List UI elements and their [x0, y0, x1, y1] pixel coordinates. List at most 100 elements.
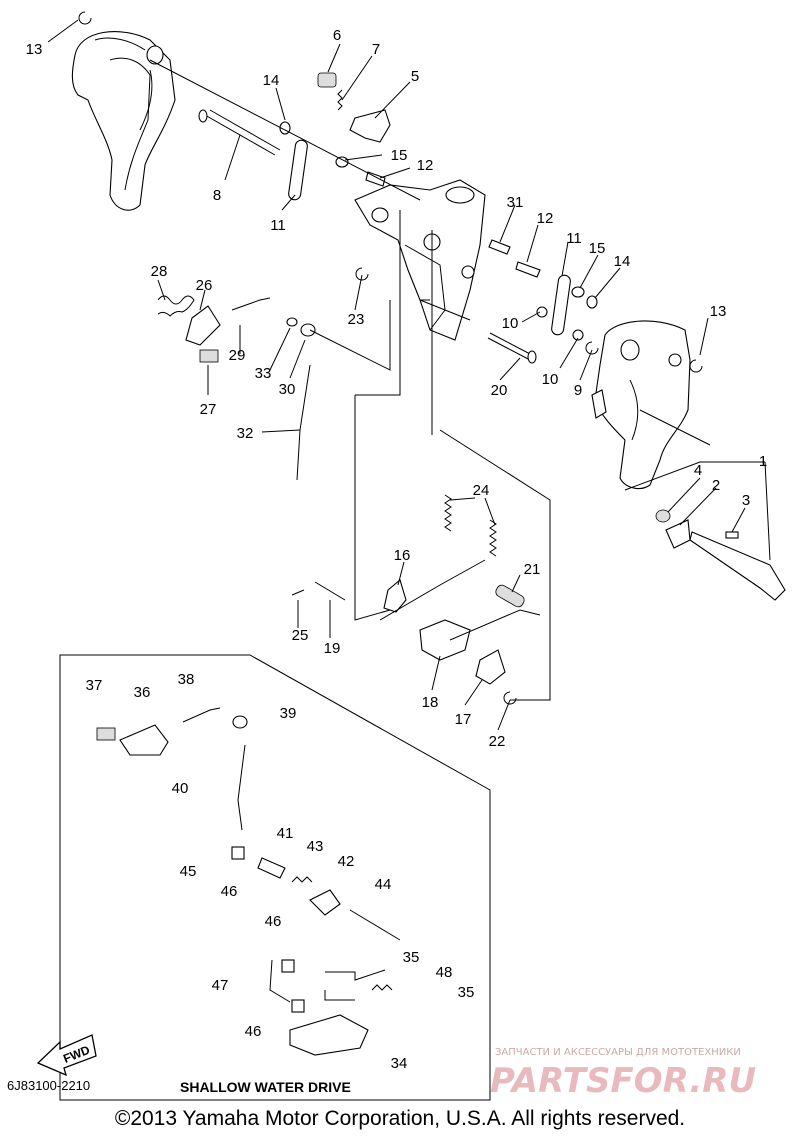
cap-4: [655, 509, 671, 523]
part-label-11a: 11: [270, 217, 286, 234]
part-label-5: 5: [411, 68, 419, 85]
part-label-46c: 46: [245, 1023, 262, 1040]
part-label-12a: 12: [417, 157, 434, 174]
pin-25: [291, 589, 305, 596]
rod-47: [269, 959, 291, 1003]
lever-26: [185, 305, 221, 346]
part-label-19: 19: [324, 640, 341, 657]
part-label-26: 26: [196, 277, 213, 294]
copyright-notice: ©2013 Yamaha Motor Corporation, U.S.A. A…: [115, 1107, 685, 1130]
clip-46c: [291, 999, 305, 1013]
part-labels: 1 2 3 4 5 6 7 8 9 10 10 11 11 12 12 13 1…: [26, 27, 768, 1072]
clip-13-top: [78, 11, 92, 25]
part-label-24: 24: [473, 482, 490, 499]
bracket-17: [475, 649, 506, 685]
part-label-47: 47: [212, 977, 229, 994]
part-label-32: 32: [237, 425, 254, 442]
spring-7: [337, 89, 343, 111]
part-label-39: 39: [280, 705, 297, 722]
bushing-39: [232, 715, 248, 729]
pin-20: [527, 350, 537, 364]
shaft-44: [349, 909, 401, 941]
part-label-11b: 11: [566, 230, 582, 247]
bracket-16: [383, 579, 407, 613]
lever-5: [349, 109, 391, 143]
part-label-14b: 14: [614, 253, 631, 270]
part-label-2: 2: [712, 477, 720, 494]
rod-32: [296, 364, 311, 481]
part-label-6: 6: [333, 27, 341, 44]
part-label-7: 7: [372, 41, 380, 58]
block-37: [96, 727, 116, 741]
part-label-27: 27: [200, 401, 217, 418]
part-label-28: 28: [151, 263, 168, 280]
pin-3: [725, 531, 739, 539]
inset-caption: SHALLOW WATER DRIVE: [180, 1079, 351, 1095]
part-label-46a: 46: [221, 883, 238, 900]
washer-14-right: [586, 295, 598, 309]
part-label-43: 43: [307, 838, 324, 855]
part-label-1: 1: [759, 453, 767, 470]
spring-24b: [489, 519, 497, 557]
washer-10a: [536, 306, 548, 318]
part-label-20: 20: [491, 382, 508, 399]
part-label-35b: 35: [458, 984, 475, 1001]
part-label-23: 23: [348, 311, 365, 328]
part-label-13b: 13: [710, 303, 727, 320]
bracket-34: [289, 1014, 369, 1056]
watermark-brand: PARTSFOR.RU: [490, 1061, 756, 1101]
part-label-31: 31: [507, 194, 524, 211]
inset-frame: [59, 654, 491, 1101]
part-label-30: 30: [279, 381, 296, 398]
part-label-37: 37: [86, 677, 103, 694]
part-label-48: 48: [436, 964, 453, 981]
swivel-bracket: [354, 179, 486, 341]
cap-6: [317, 72, 337, 88]
link-plate-11-right: [551, 274, 571, 336]
part-label-17: 17: [455, 711, 472, 728]
part-label-15a: 15: [391, 147, 408, 164]
part-label-16: 16: [394, 547, 411, 564]
spring-24a: [444, 494, 452, 532]
part-label-42: 42: [338, 853, 355, 870]
clip-9: [585, 341, 599, 355]
part-label-40: 40: [172, 780, 189, 797]
part-41: [257, 857, 286, 879]
leader-lines: [47, 19, 771, 1001]
bolt-12-right: [515, 261, 541, 278]
part-label-44: 44: [375, 876, 392, 893]
spring-29: [231, 297, 271, 311]
diagram-code: 6J83100-2210: [7, 1078, 90, 1093]
washer-33: [286, 317, 298, 327]
bolt-12-left: [365, 171, 386, 187]
part-label-10b: 10: [542, 371, 559, 388]
part-label-34: 34: [391, 1055, 408, 1072]
part-label-12b: 12: [537, 210, 554, 227]
part-label-10a: 10: [502, 315, 519, 332]
rod-40: [237, 744, 246, 831]
shaft-19: [314, 581, 346, 601]
part-label-14a: 14: [263, 72, 280, 89]
clip-46a: [231, 846, 245, 860]
part-label-45: 45: [180, 863, 197, 880]
watermark-tagline: ЗАПЧАСТИ И АКСЕССУАРЫ ДЛЯ МОТОТЕХНИКИ: [495, 1047, 741, 1058]
washer-15-right: [571, 286, 585, 298]
part-label-36: 36: [134, 684, 151, 701]
lever-36: [119, 724, 169, 756]
clip-22: [503, 691, 517, 705]
washer-10b: [572, 329, 584, 341]
clamp-bracket-right: [591, 320, 691, 490]
parts-artwork: [71, 11, 786, 1056]
clip-13-right: [689, 359, 703, 373]
part-label-46b: 46: [265, 913, 282, 930]
link-plate-11-left: [288, 139, 308, 201]
part-label-13a: 13: [26, 41, 43, 58]
part-label-29: 29: [229, 347, 246, 364]
part-label-8: 8: [213, 187, 221, 204]
spring-28: [157, 295, 195, 317]
roller-21: [495, 584, 525, 608]
plate-18: [419, 619, 471, 661]
part-label-4: 4: [694, 462, 702, 479]
bushing-30: [300, 323, 316, 337]
